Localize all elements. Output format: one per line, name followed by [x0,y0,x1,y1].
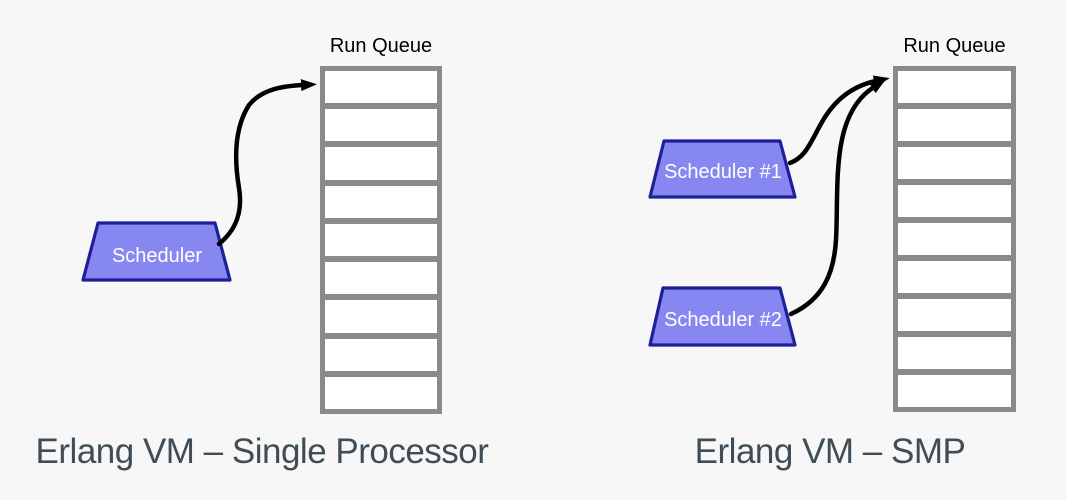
run-queue-cell [325,223,437,257]
arrow-scheduler1-to-run-queue [787,75,890,166]
scheduler-trapezoid: Scheduler [81,221,232,282]
run-queue-cell [325,109,437,142]
run-queue-cell [898,185,1011,217]
run-queue-cell [898,375,1011,407]
run-queue-cell [325,185,437,218]
scheduler-1-label: Scheduler #1 [664,161,782,183]
run-queue-cell [898,261,1011,293]
run-queue-cell [325,262,437,295]
scheduler-shape [648,286,797,347]
run-queue-cell [898,109,1011,141]
run-queue-cell [325,71,437,104]
right-caption: Erlang VM – SMP [694,432,966,471]
run-queue-cell [898,147,1011,179]
scheduler-1-trapezoid: Scheduler #1 [648,139,797,199]
run-queue-cell [325,300,437,333]
run-queue [893,66,1016,412]
scheduler-2-trapezoid: Scheduler #2 [648,286,797,347]
run-queue-label: Run Queue [903,35,1006,57]
run-queue-cell [898,337,1011,369]
run-queue-cell [325,147,437,180]
arrow-scheduler2-to-run-queue [788,79,886,317]
run-queue-cell [898,71,1011,103]
run-queue-label: Run Queue [329,35,433,57]
scheduler-label: Scheduler [112,245,202,267]
scheduler-shape [81,221,232,282]
run-queue-cell [898,223,1011,255]
run-queue [320,66,442,414]
scheduler-2-label: Scheduler #2 [664,309,782,331]
run-queue-cell [898,299,1011,331]
run-queue-cell [325,376,437,409]
left-caption: Erlang VM – Single Processor [35,432,489,471]
run-queue-cell [325,338,437,371]
